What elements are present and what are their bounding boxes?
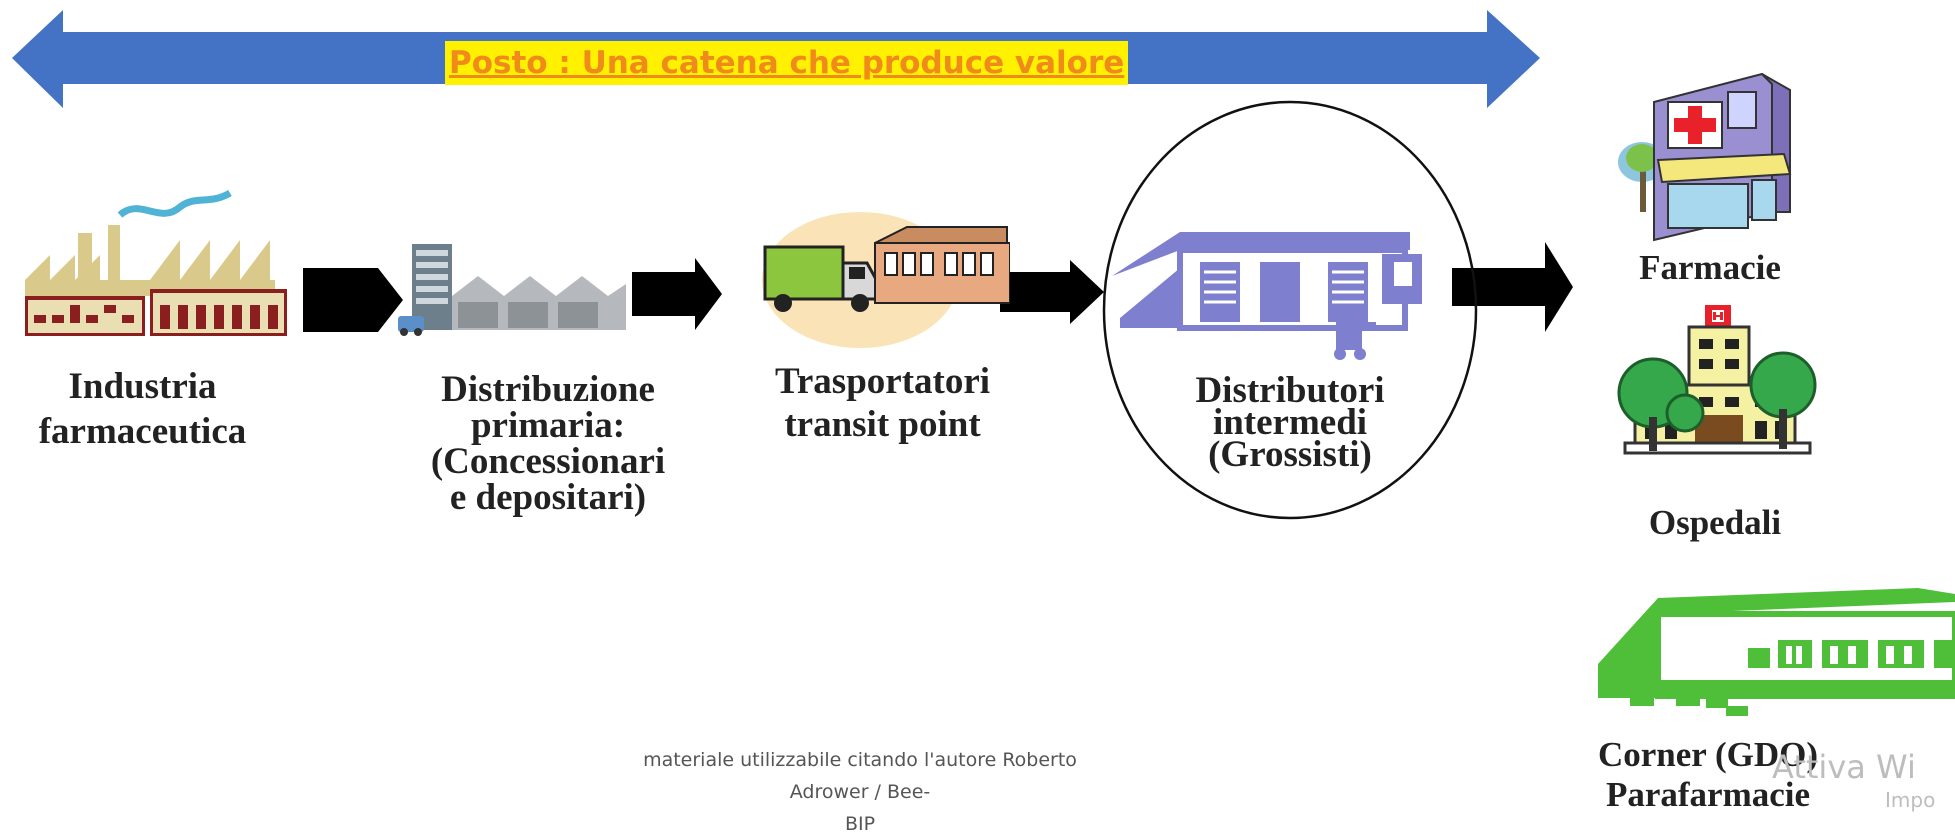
delivery-truck-icon (762, 212, 1010, 348)
stage-label-line: (Concessionari (430, 441, 666, 482)
distribution-center-icon (1112, 232, 1422, 360)
flow-arrow-3 (1000, 260, 1104, 324)
stage-label-line: farmaceutica (38, 411, 247, 452)
destination-label-line: Corner (GDO) (1598, 735, 1818, 774)
stage-label-line: intermedi (1212, 402, 1368, 443)
supermarket-icon (1598, 588, 1955, 716)
stage-label-line: transit point (784, 404, 981, 445)
destination-label-line: Parafarmacie (1605, 775, 1811, 814)
factory-icon (25, 189, 287, 336)
flow-arrows (303, 242, 1573, 332)
flow-arrow-4 (1452, 242, 1573, 332)
footer-line: BIP (844, 813, 876, 835)
footer-line: materiale utilizzabile citando l'autore … (643, 749, 1077, 803)
flow-arrow-2 (632, 258, 722, 330)
stage-label-distribuzione: Distribuzione primaria: (Concessionari e… (378, 369, 718, 518)
stage-label-industria: Industria farmaceutica (0, 368, 285, 450)
hospital-icon (1617, 305, 1817, 455)
stage-label-line: primaria: (470, 405, 626, 446)
stage-label-line: Distributori (1195, 370, 1385, 411)
pharmacy-icon (1618, 72, 1792, 242)
stage-label-line: (Grossisti) (1208, 434, 1372, 475)
watermark-activate-windows: Attiva Wi (1772, 748, 1916, 786)
grossisti-highlight-ellipse (1102, 100, 1478, 520)
stage-label-line: Industria (68, 366, 217, 407)
stage-label-line: Distribuzione (441, 369, 655, 410)
warehouse-icon (398, 244, 626, 336)
footer-credit: materiale utilizzabile citando l'autore … (620, 744, 1100, 840)
watermark-settings-hint: Impo (1885, 788, 1936, 812)
destination-label-corner: Corner (GDO) Parafarmacie (1568, 735, 1848, 815)
banner-title: Posto : Una catena che produce valore (445, 41, 1129, 85)
stage-label-grossisti: Distributori intermedi (Grossisti) (1120, 370, 1460, 475)
stage-label-trasportatori: Trasportatori transit point (720, 360, 1045, 446)
stage-label-line: Trasportatori (774, 361, 991, 402)
destination-label-farmacie: Farmacie (1639, 248, 1781, 287)
destination-label-ospedali: Ospedali (1648, 503, 1782, 542)
stage-label-line: e depositari) (449, 477, 647, 518)
flow-arrow-1 (303, 268, 403, 332)
